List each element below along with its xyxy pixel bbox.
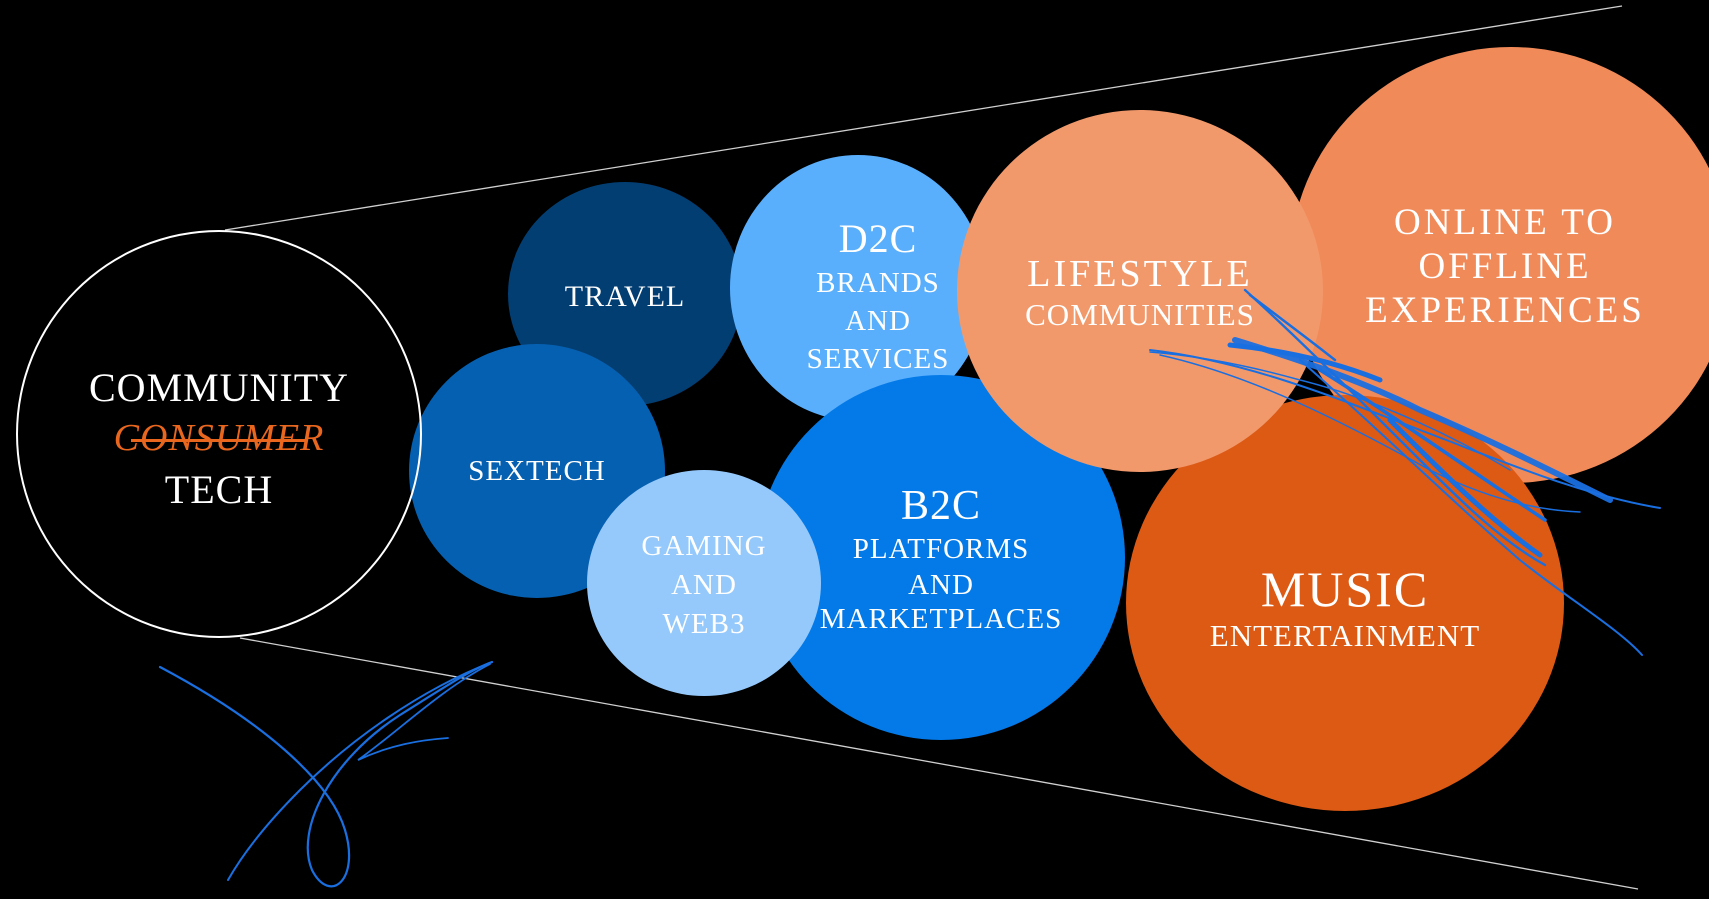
- sextech-label: SEXTECH: [468, 455, 606, 487]
- b2c-sub-marketplaces: MARKETPLACES: [819, 603, 1063, 635]
- gaming-label-2: AND: [671, 569, 737, 601]
- b2c-sub-and: AND: [908, 569, 974, 601]
- lifestyle-sub: COMMUNITIES: [1025, 297, 1255, 332]
- gaming-label-3: WEB3: [662, 608, 746, 640]
- b2c-sub-platforms: PLATFORMS: [852, 533, 1030, 565]
- bubble-music: [1126, 395, 1564, 811]
- hub-label-tech: TECH: [164, 467, 274, 512]
- hub-label-consumer-struck: CONSUMER: [16, 419, 422, 457]
- bubble-lifestyle: [957, 110, 1323, 472]
- hub-label-consumer: CONSUMER: [113, 417, 325, 459]
- d2c-title: D2C: [838, 216, 918, 261]
- d2c-sub-and: AND: [845, 305, 911, 337]
- online-offline-label-2: OFFLINE: [1418, 246, 1592, 287]
- music-title: MUSIC: [1260, 561, 1430, 617]
- online-offline-label-3: EXPERIENCES: [1365, 290, 1645, 331]
- online-offline-label-1: ONLINE TO: [1394, 202, 1616, 243]
- gaming-label-1: GAMING: [641, 530, 767, 562]
- bubble-gaming: [587, 470, 821, 696]
- strike-through-line: [131, 439, 307, 442]
- hub-circle: [16, 230, 422, 638]
- music-sub: ENTERTAINMENT: [1209, 618, 1481, 653]
- b2c-title: B2C: [900, 483, 982, 529]
- lifestyle-title: LIFESTYLE: [1027, 253, 1253, 295]
- d2c-sub-services: SERVICES: [806, 343, 950, 375]
- d2c-sub-brands: BRANDS: [816, 267, 940, 299]
- travel-label: TRAVEL: [564, 280, 686, 313]
- hub-label-community: COMMUNITY: [88, 365, 350, 410]
